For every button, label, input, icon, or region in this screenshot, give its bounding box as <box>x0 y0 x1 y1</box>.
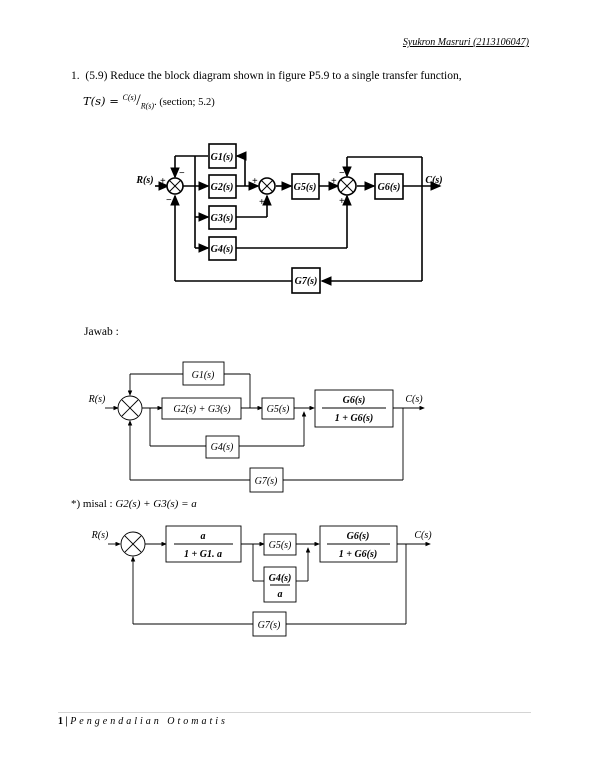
label-g4-step1: G4(s) <box>211 442 234 453</box>
label-c-step1: C(s) <box>405 394 423 405</box>
label-a-num-step2: a <box>201 531 206 542</box>
page-footer: 1 | Pengendalian Otomatis <box>58 716 228 727</box>
sign-s2-in: + <box>252 176 258 187</box>
block-g3 <box>208 205 237 230</box>
block-g23-step1 <box>161 397 242 420</box>
label-r: R(s) <box>135 175 153 186</box>
label-g6-den-step2: 1 + G6(s) <box>339 549 377 560</box>
author-header: Syukron Masruri (2113106047) <box>402 37 529 48</box>
substitution-expr: G2(s) + G3(s) = a <box>115 498 197 510</box>
footer-separator: | <box>63 716 71 727</box>
block-g1-step1 <box>182 361 225 386</box>
block-g5-step1 <box>261 397 295 420</box>
block-g4a-step2 <box>263 566 297 603</box>
label-a-den-step2: 1 + G1. a <box>184 549 222 560</box>
tf-denominator: R(s) <box>140 101 155 111</box>
page-number: 1 <box>58 716 63 727</box>
label-g4a-num-step2: G4(s) <box>269 573 292 584</box>
label-r-step2: R(s) <box>91 530 109 541</box>
block-g6-step1 <box>314 389 394 428</box>
label-g5-step1: G5(s) <box>267 404 290 415</box>
block-g5 <box>291 173 320 200</box>
block-g4 <box>208 236 237 261</box>
sign-s1-bot: − <box>166 195 172 206</box>
block-g4-step1 <box>205 435 240 459</box>
problem-number: 1. <box>71 70 80 82</box>
label-g6: G6(s) <box>378 182 401 193</box>
label-g1-step1: G1(s) <box>192 370 215 381</box>
label-g4: G4(s) <box>211 244 234 255</box>
label-c: C(s) <box>425 175 442 186</box>
label-g3: G3(s) <box>211 213 234 224</box>
label-g6-num-step1: G6(s) <box>343 395 366 406</box>
sign-s3-in: + <box>331 176 337 187</box>
block-g7-step2 <box>252 611 287 637</box>
sign-s2-bot: + <box>259 197 265 208</box>
sign-s3-top: − <box>339 168 345 179</box>
block-g7-step1 <box>249 467 284 493</box>
answer-label: Jawab : <box>84 326 119 338</box>
label-g1: G1(s) <box>211 152 234 163</box>
label-g7-step2: G7(s) <box>258 620 281 631</box>
block-g7 <box>291 267 321 294</box>
tf-lhs: T(s) = <box>83 94 123 108</box>
problem-text: (5.9) Reduce the block diagram shown in … <box>85 70 462 82</box>
label-g7-step1: G7(s) <box>255 476 278 487</box>
block-g5-step2 <box>263 533 297 556</box>
block-g2 <box>208 174 237 199</box>
sign-s1-top: − <box>179 168 185 179</box>
label-g5: G5(s) <box>294 182 317 193</box>
footer-text: Pengendalian Otomatis <box>70 716 228 727</box>
label-g7: G7(s) <box>295 276 318 287</box>
sign-s3-bot: + <box>339 196 345 207</box>
sign-s1-in: + <box>160 176 166 187</box>
block-g1 <box>208 143 237 169</box>
label-g23-step1: G2(s) + G3(s) <box>173 404 231 415</box>
label-g6-num-step2: G6(s) <box>347 531 370 542</box>
tf-reference: . (section; 5.2) <box>154 97 215 108</box>
substitution-note: *) misal : G2(s) + G3(s) = a <box>71 498 197 510</box>
tf-numerator: C(s) <box>122 93 137 103</box>
problem-statement: 1. (5.9) Reduce the block diagram shown … <box>71 70 462 82</box>
label-g4a-den-step2: a <box>278 589 283 600</box>
label-g6-den-step1: 1 + G6(s) <box>335 413 373 424</box>
footer-divider <box>58 712 531 713</box>
label-g5-step2: G5(s) <box>269 540 292 551</box>
transfer-function: T(s) = C(s)/R(s). (section; 5.2) <box>83 92 215 111</box>
substitution-prefix: *) misal : <box>71 498 116 510</box>
label-c-step2: C(s) <box>414 530 432 541</box>
label-g2: G2(s) <box>211 182 234 193</box>
label-r-step1: R(s) <box>88 394 106 405</box>
block-g6 <box>374 173 404 200</box>
